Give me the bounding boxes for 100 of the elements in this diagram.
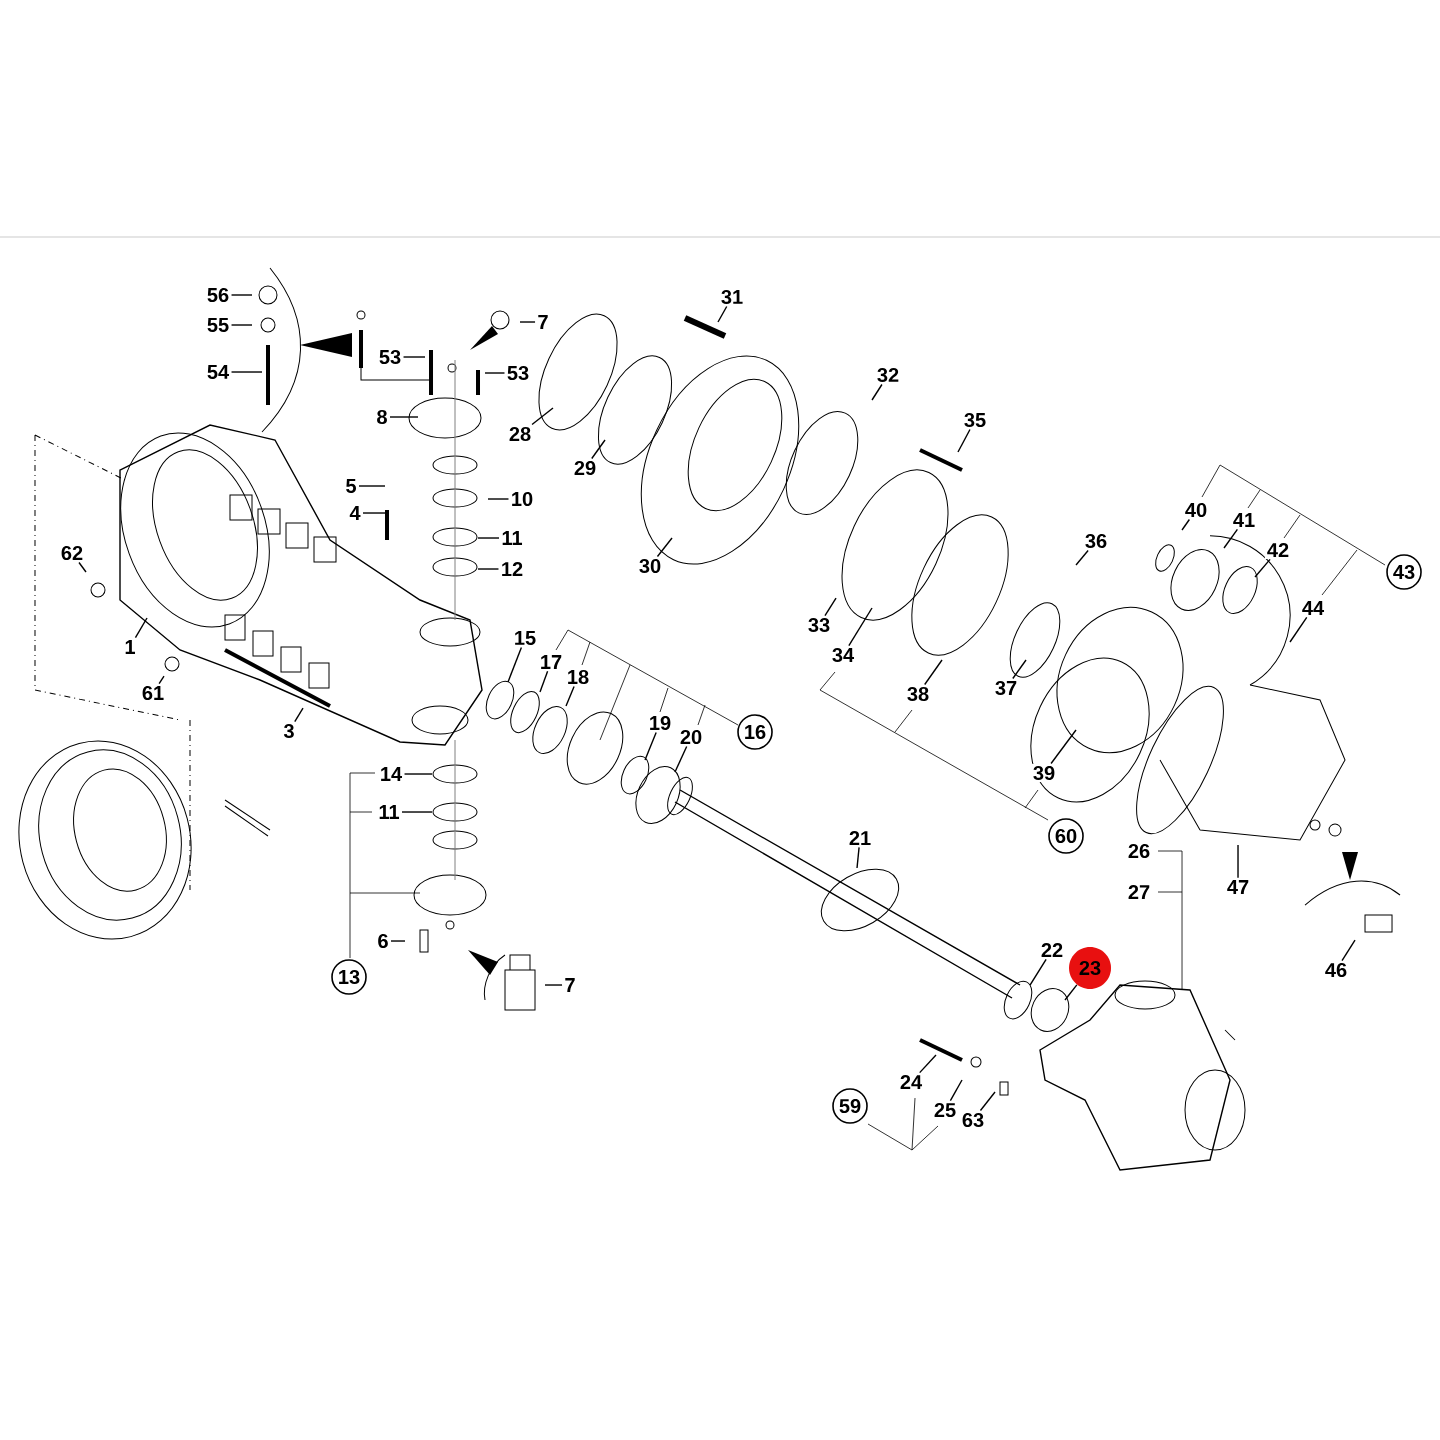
callout-number: 19	[646, 713, 674, 733]
leader-line	[477, 537, 500, 539]
leader-line	[487, 498, 510, 500]
callout-number: 40	[1182, 500, 1210, 520]
callout-number: 36	[1082, 531, 1110, 551]
callout-number: 11	[376, 803, 402, 821]
callout-number: 60	[1048, 818, 1084, 854]
callout-number: 15	[511, 629, 539, 647]
callout-number: 25	[931, 1100, 959, 1120]
callout-number: 56	[204, 285, 232, 305]
callout-number: 4	[347, 504, 363, 522]
callout-number: 23	[1069, 947, 1111, 989]
leader-line	[979, 1091, 996, 1112]
leader-line	[848, 607, 873, 647]
callout-number: 35	[961, 410, 989, 430]
leader-line	[957, 428, 971, 453]
leader-line	[1075, 549, 1089, 566]
leader-line	[1341, 939, 1356, 962]
callout-number: 37	[992, 678, 1020, 698]
leader-line	[78, 561, 87, 573]
callout-number: 14	[377, 765, 405, 783]
callout-number: 17	[537, 653, 565, 671]
callout-number: 20	[677, 727, 705, 747]
leader-line	[158, 675, 165, 685]
leader-line	[230, 324, 253, 326]
callout-number: 53	[376, 347, 404, 367]
callout-number: 44	[1299, 599, 1327, 617]
leader-line	[565, 685, 575, 707]
callout-number: 38	[904, 684, 932, 704]
callout-number: 7	[562, 976, 578, 994]
callout-number: 29	[571, 458, 599, 478]
leader-line	[674, 745, 688, 773]
callout-number: 8	[374, 407, 390, 427]
leader-line	[403, 773, 433, 775]
callout-number: 7	[535, 313, 551, 331]
leader-line	[919, 1054, 937, 1074]
leader-line	[477, 568, 500, 570]
callout-number: 42	[1264, 541, 1292, 559]
callout-number: 47	[1224, 878, 1252, 896]
callout-number: 43	[1386, 554, 1422, 590]
callout-number: 59	[832, 1088, 868, 1124]
callout-number: 31	[718, 287, 746, 307]
leader-line	[1254, 558, 1271, 578]
callout-number: 54	[204, 363, 232, 381]
leader-line	[856, 846, 860, 869]
leader-line	[539, 670, 549, 693]
leader-line	[924, 659, 943, 686]
leader-line	[1064, 984, 1078, 1001]
leader-line	[230, 294, 253, 296]
callout-number: 1	[122, 638, 138, 656]
callout-number: 27	[1125, 883, 1153, 901]
leader-line	[1289, 616, 1308, 643]
callout-number: 63	[959, 1110, 987, 1130]
leader-line	[544, 984, 563, 986]
callout-number: 3	[281, 721, 297, 741]
leader-line	[484, 372, 506, 374]
leader-line	[871, 383, 883, 401]
callout-number: 13	[331, 959, 367, 995]
callout-number: 5	[343, 477, 359, 495]
leader-line	[401, 811, 433, 813]
leader-line	[507, 646, 523, 683]
leader-line	[1223, 528, 1239, 549]
leader-line	[390, 940, 406, 942]
callout-number: 61	[139, 683, 167, 703]
callout-number: 12	[498, 560, 526, 578]
leader-line	[1029, 958, 1047, 986]
callout-number: 18	[564, 667, 592, 687]
leader-line	[1012, 659, 1027, 680]
leader-line	[656, 537, 673, 558]
callout-number: 6	[375, 931, 391, 951]
leader-line	[402, 356, 426, 358]
callout-number: 10	[508, 489, 536, 509]
callout-number: 62	[58, 543, 86, 563]
callout-number: 28	[506, 424, 534, 444]
callout-number: 26	[1125, 841, 1153, 861]
callout-number: 24	[897, 1073, 925, 1091]
leader-line	[519, 321, 536, 323]
callout-number: 11	[499, 529, 525, 547]
leader-line	[358, 485, 386, 487]
leader-line	[294, 707, 304, 723]
callout-number: 41	[1230, 511, 1258, 529]
callout-number: 46	[1322, 960, 1350, 980]
leader-line	[644, 731, 657, 761]
callout-number: 21	[846, 829, 874, 847]
leader-line	[949, 1079, 963, 1102]
callout-number: 22	[1038, 941, 1066, 959]
leader-line	[824, 597, 837, 617]
leader-line	[389, 416, 419, 418]
leader-line	[1050, 729, 1077, 765]
leader-line	[1237, 844, 1239, 879]
leader-line	[591, 439, 606, 460]
leader-line	[134, 617, 148, 639]
callout-number: 39	[1030, 763, 1058, 783]
callout-number: 33	[805, 615, 833, 635]
callout-number: 34	[829, 645, 857, 665]
leader-line	[362, 512, 386, 514]
callout-number: 32	[874, 365, 902, 385]
leader-line	[230, 371, 263, 373]
leader-line	[531, 407, 554, 426]
callout-number: 16	[737, 714, 773, 750]
